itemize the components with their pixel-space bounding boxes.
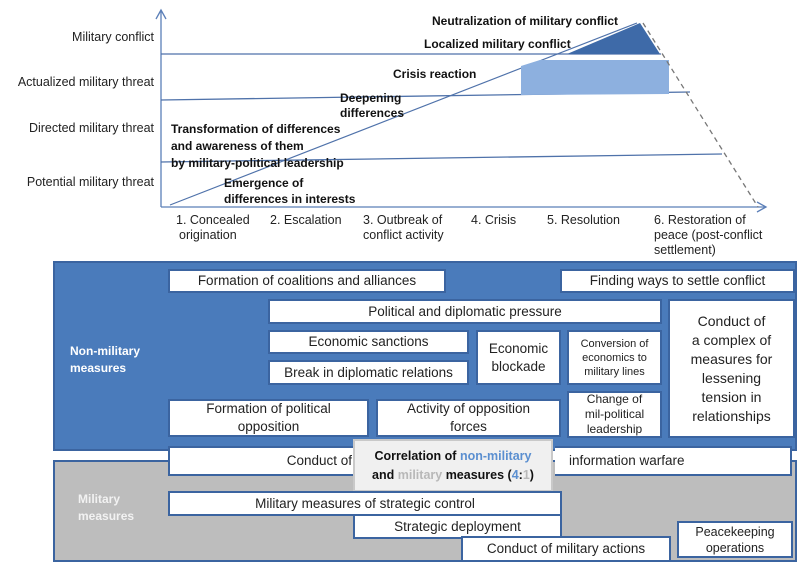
annotation-crisis-reaction: Crisis reaction [393,67,477,81]
y-level-military-conflict: Military conflict [72,30,154,44]
box-political-diplomatic-pressure: Political and diplomatic pressure [268,299,662,324]
box-economic-sanctions: Economic sanctions [268,330,469,354]
correlation-callout: Correlation of non-military and military… [353,439,553,492]
box-settle-conflict: Finding ways to settle conflict [560,269,795,293]
settlement-dashed-line [642,22,759,208]
box-peacekeeping: Peacekeeping operations [677,521,793,558]
box-information-warfare-left: Conduct of [168,446,368,476]
annotation-deepening: Deepening differences [340,91,405,120]
box-economic-blockade: Economic blockade [476,330,561,385]
box-complex-measures-lessening-tension: Conduct of a complex of measures for les… [668,299,795,438]
box-coalitions-alliances: Formation of coalitions and alliances [168,269,446,293]
box-break-diplomatic-relations: Break in diplomatic relations [268,360,469,385]
correlation-non-military: non-military [459,448,532,463]
y-level-potential-threat: Potential military threat [26,175,154,189]
annotation-localized: Localized military conflict [424,37,571,51]
level-line-directed-threat [160,153,723,163]
stage-3: 3. Outbreak of conflict activity [363,213,444,242]
y-level-actualized-threat: Actualized military threat [17,75,154,89]
conflict-trajectory-line [169,22,638,206]
ratio-right: 1 [522,467,530,482]
military-measures-label: Military measures [78,492,135,523]
box-strategic-control: Military measures of strategic control [168,491,562,516]
stage-6: 6. Restoration of peace (post-conflict s… [654,213,763,257]
annotation-transformation: Transformation of differences and awaren… [171,122,344,170]
escalation-diagram [155,8,768,213]
ratio-left: 4 [511,467,519,482]
non-military-measures-label: Non-military measures [70,344,141,375]
stage-4: 4. Crisis [471,213,517,227]
stage-2: 2. Escalation [270,213,342,227]
correlation-military: military [397,467,443,482]
localized-conflict-triangle [567,23,660,54]
box-information-warfare-right: information warfare [555,446,792,476]
box-change-leadership: Change of mil-political leadership [567,391,662,438]
stage-5: 5. Resolution [547,213,620,227]
stage-1: 1. Concealed origination [176,213,250,242]
box-political-opposition: Formation of political opposition [168,399,369,437]
annotation-emergence: Emergence of differences in interests [224,176,356,206]
y-level-directed-threat: Directed military threat [28,121,154,135]
box-military-actions: Conduct of military actions [461,536,671,562]
box-opposition-forces: Activity of opposition forces [376,399,561,437]
annotation-neutralization: Neutralization of military conflict [432,14,619,28]
crisis-reaction-block [521,60,669,95]
box-conversion-economics: Conversion of economics to military line… [567,330,662,385]
box-strategic-deployment: Strategic deployment [353,514,562,539]
